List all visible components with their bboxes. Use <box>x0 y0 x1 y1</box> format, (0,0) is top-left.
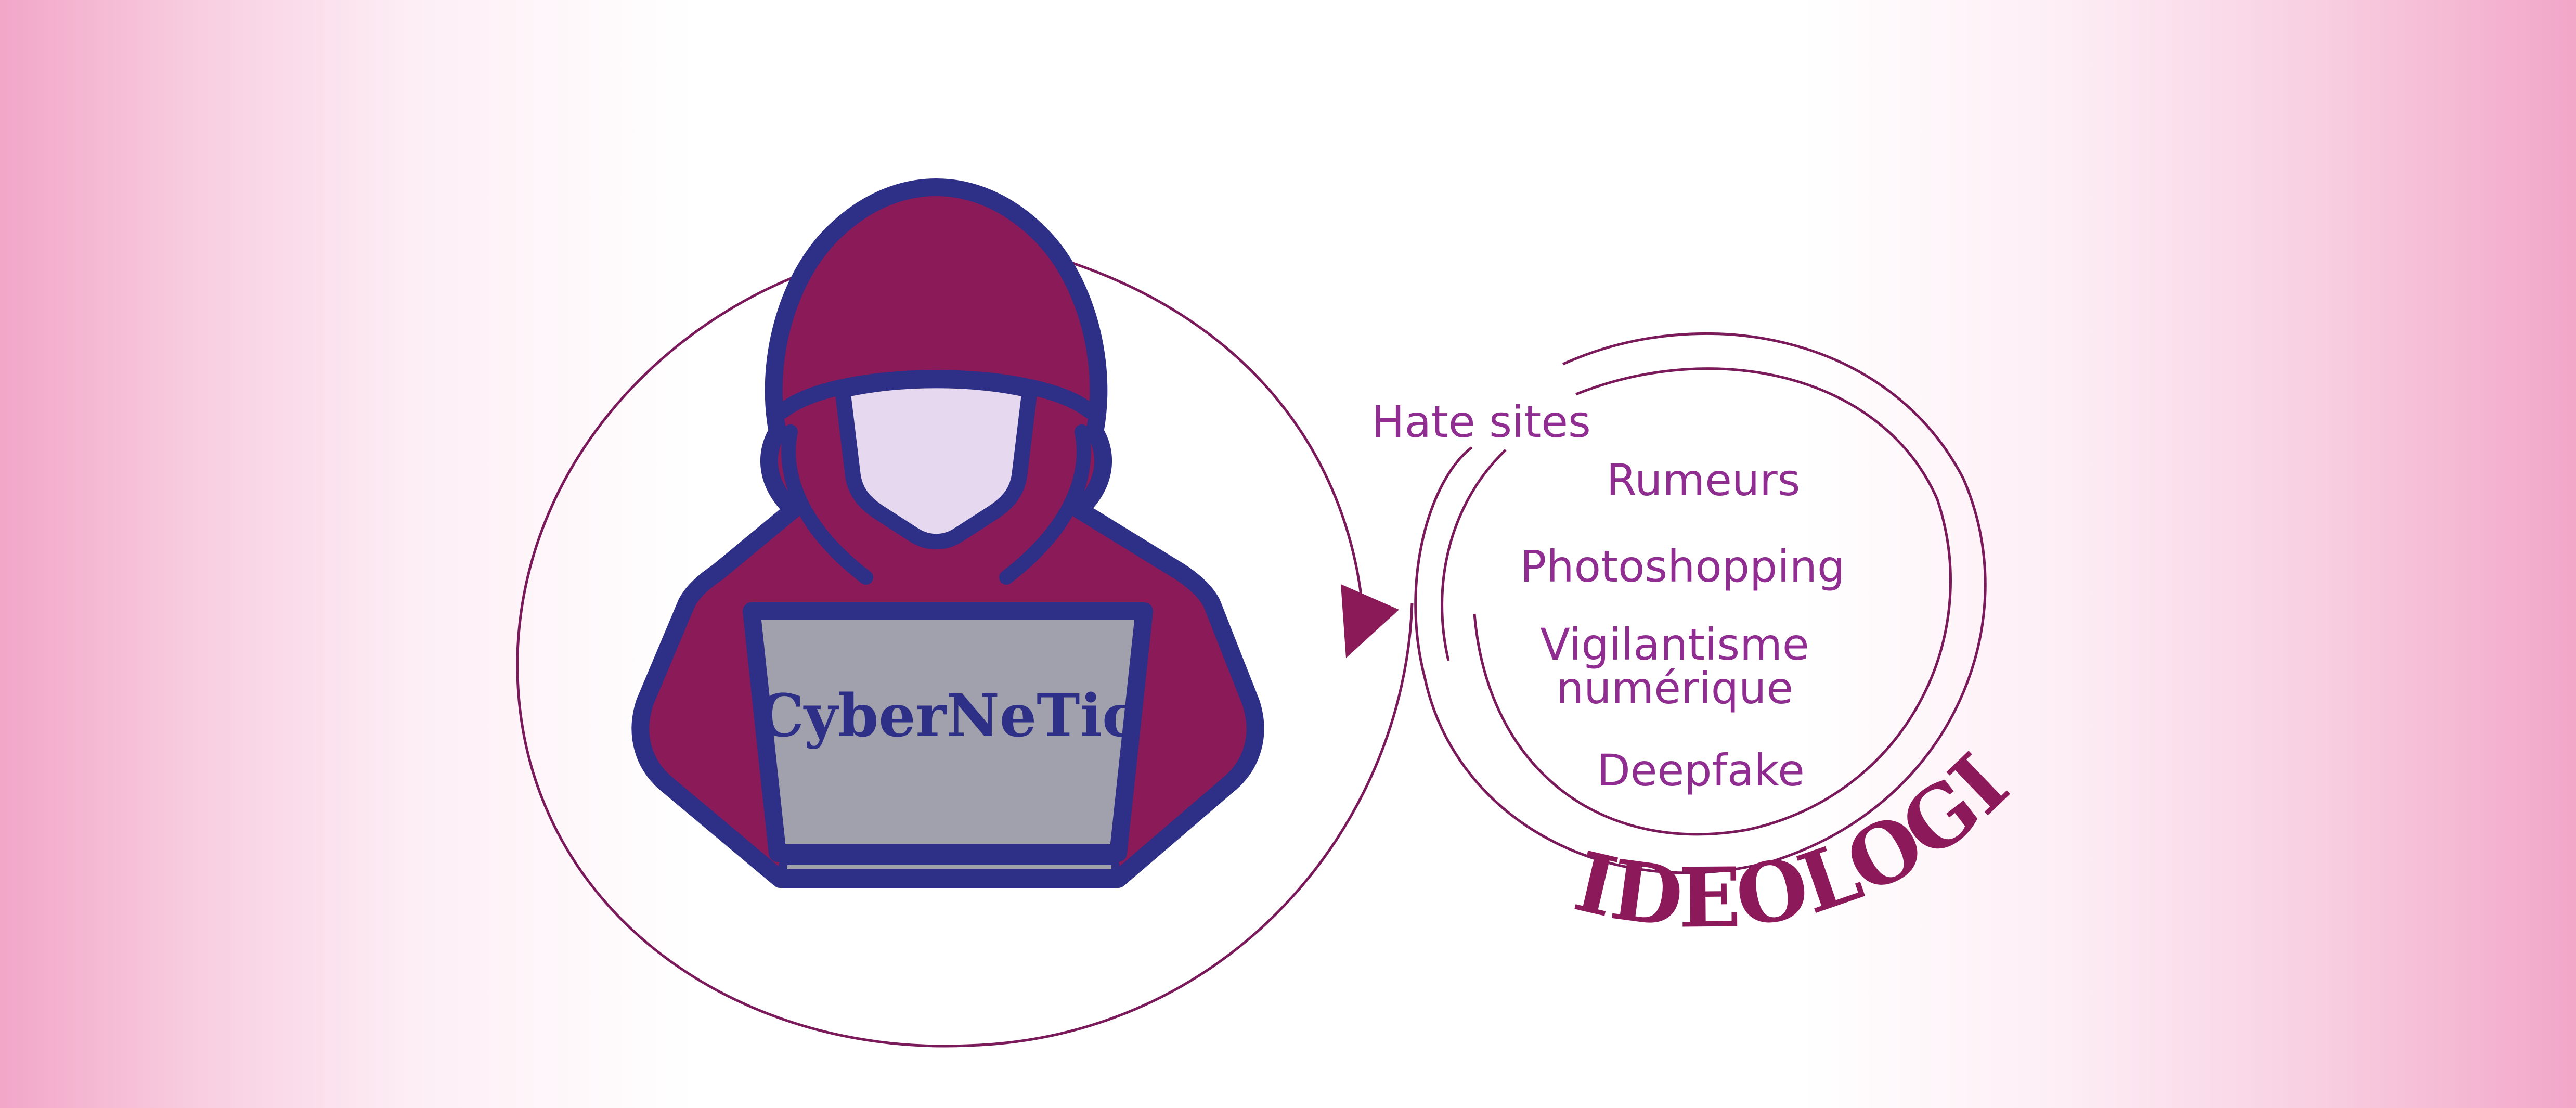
laptop-screen <box>743 602 1153 862</box>
arrow-head-icon <box>1341 584 1399 658</box>
face <box>835 372 1038 550</box>
laptop-base <box>779 857 1120 878</box>
cycle-item-deepfake: Deepfake <box>1597 745 1805 796</box>
cycle-ring-tail <box>1441 449 1507 661</box>
cycle-item-photoshopping: Photoshopping <box>1520 541 1845 592</box>
arrow-line <box>1071 261 1364 609</box>
cycle-item-hate-sites: Hate sites <box>1371 396 1590 447</box>
cycle-ring-inner <box>1473 367 1952 836</box>
hood-fold-right <box>999 424 1091 585</box>
cycle-item-numerique: numérique <box>1556 663 1793 714</box>
brand-label: CyberNeTic <box>758 682 1138 750</box>
cycle-item-vigilantisme: Vigilantisme <box>1540 619 1809 670</box>
cycle-item-rumeurs: Rumeurs <box>1607 455 1801 506</box>
cycle-ring-outer <box>1414 332 1987 874</box>
laptop-icon: CyberNeTic <box>743 602 1153 878</box>
hood-fold-left <box>781 424 873 585</box>
outer-loop <box>516 243 1414 1048</box>
